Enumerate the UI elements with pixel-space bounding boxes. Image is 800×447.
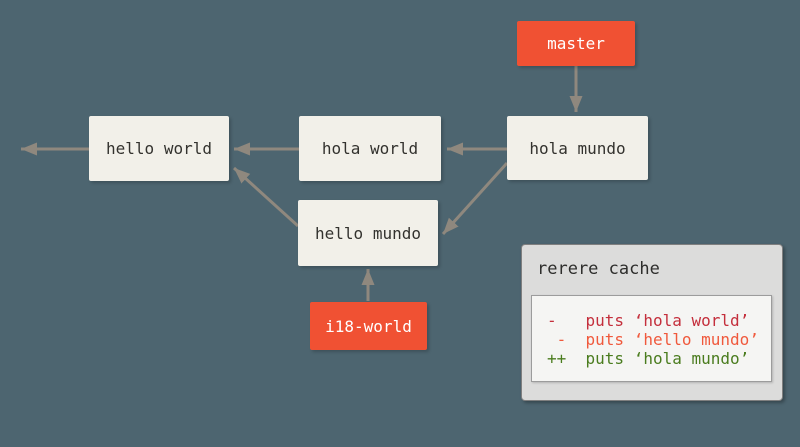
diff-line-added-hola-mundo: ++ puts ‘hola mundo’: [547, 349, 750, 368]
arrow-hola-mundo-to-hello-mundo: [441, 161, 509, 236]
branch-label-master: master: [517, 21, 635, 66]
rerere-cache-diff-box: - puts ‘hola world’ - puts ‘hello mundo’…: [531, 295, 772, 382]
diff-line-removed-hello-mundo: - puts ‘hello mundo’: [547, 330, 759, 349]
arrow-hello-mundo-to-hello-world: [232, 166, 300, 228]
commit-node-hola-mundo: hola mundo: [507, 116, 648, 180]
commit-node-hello-world: hello world: [89, 116, 229, 181]
commit-label: hola mundo: [529, 138, 626, 158]
rerere-cache-title: rerere cache: [537, 259, 660, 279]
commit-node-hello-mundo: hello mundo: [298, 200, 438, 266]
rerere-cache-panel: rerere cache - puts ‘hola world’ - puts …: [521, 244, 783, 401]
commit-label: hola world: [321, 139, 419, 158]
diff-line-removed-hola-world: - puts ‘hola world’: [547, 311, 750, 330]
commit-label: hello world: [106, 139, 212, 158]
commit-label: hello mundo: [315, 223, 421, 243]
branch-label-i18-world: i18-world: [310, 302, 427, 350]
branch-label-i18-world-text: i18-world: [325, 316, 412, 336]
branch-label-master-text: master: [547, 34, 605, 53]
commit-node-hola-world: hola world: [299, 116, 441, 181]
